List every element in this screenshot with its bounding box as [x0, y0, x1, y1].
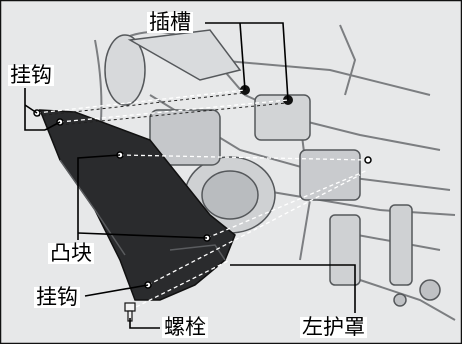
- grommet-marker: [364, 156, 372, 164]
- cover-edge-highlight-2: [169, 244, 226, 261]
- leader-lines: [24, 22, 356, 329]
- alignment-guides: [36, 89, 369, 311]
- left-cover-label: 左护罩: [300, 315, 367, 339]
- hook-label-bottom: 挂钩: [34, 285, 80, 309]
- slot-label: 插槽: [147, 10, 193, 34]
- tab-label: 凸块: [48, 241, 94, 265]
- bolt-label: 螺栓: [162, 315, 208, 339]
- hook-label-top: 挂钩: [8, 63, 54, 87]
- cover-edge-highlight: [59, 159, 126, 256]
- engine-sketch: [104, 29, 441, 307]
- alignment-guides-dark: [36, 92, 287, 126]
